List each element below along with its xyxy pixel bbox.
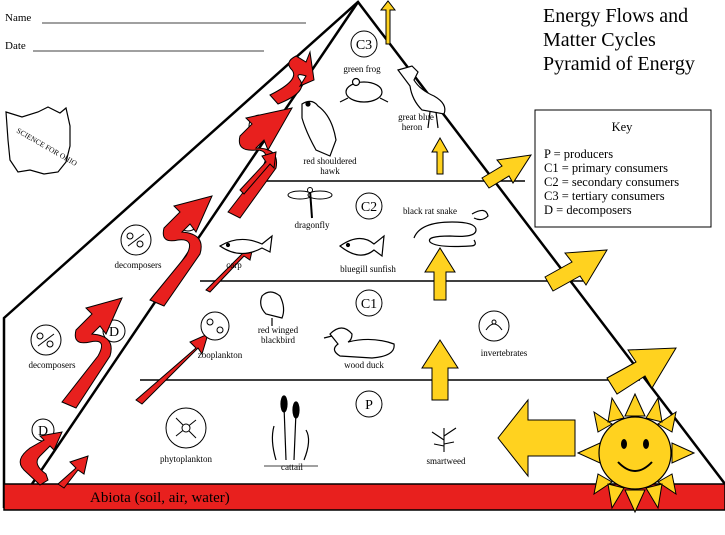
invertebrates-label: invertebrates [481,348,528,358]
level-p-badge: P [355,390,383,418]
svg-text:C1: C1 [361,297,377,312]
matter-up-arrow-5 [57,455,89,489]
energy-up-arrow-2 [431,136,449,175]
svg-text:C2: C2 [361,200,377,215]
abiota-label: Abiota (soil, air, water) [90,490,230,506]
energy-up-arrow-1 [379,0,397,45]
matter-arrow-3 [61,297,123,409]
bluegill-label: bluegill sunfish [340,264,396,274]
svg-text:D: D [38,424,48,439]
decomposers-lower-icon [30,324,62,356]
sun-input-arrow [497,398,576,478]
matter-arrow-4 [19,431,63,486]
blackbird-label-2: blackbird [261,335,295,345]
matter-arrow-top [269,50,315,105]
cattail-label: cattail [281,462,303,472]
abiota-bar [3,483,725,511]
svg-text:P: P [365,398,373,413]
red-winged-blackbird-icon [260,291,285,326]
svg-text:C3: C3 [356,38,372,53]
red-shouldered-hawk-icon [301,100,337,157]
key-box: Key P = producers C1 = primary consumers… [534,109,712,228]
matter-arrow-2 [149,195,213,307]
invertebrates-icon [478,310,510,342]
phytoplankton-label: phytoplankton [160,454,212,464]
decomposers-lower-label: decomposers [29,360,76,370]
key-item-c3: C3 = tertiary consumers [544,189,665,203]
blackbird-label-1: red winged [258,325,299,335]
great-blue-heron-icon [396,65,446,129]
svg-text:D: D [109,325,119,340]
key-item-d: D = decomposers [544,203,632,217]
carp-icon [218,234,273,255]
level-c2-badge: C2 [355,192,383,220]
key-item-c1: C1 = primary consumers [544,161,668,175]
hawk-label-2: hawk [320,166,340,176]
title-line-2: Matter Cycles [543,29,656,51]
energy-out-arrow-3 [606,347,677,395]
energy-up-arrow-3 [424,247,456,301]
title-line-3: Pyramid of Energy [543,53,695,75]
bluegill-sunfish-icon [338,234,385,258]
pyramid-outline [2,0,725,508]
matter-up-arrow-8 [239,151,277,195]
level-c3-badge: C3 [350,30,378,58]
smartweed-label: smartweed [427,456,466,466]
key-heading: Key [612,120,634,134]
green-frog-label: green frog [343,64,381,74]
matter-up-arrow-6 [135,333,209,405]
phytoplankton-icon [165,407,207,449]
green-frog-icon [339,77,389,103]
dragonfly-label: dragonfly [295,220,330,230]
carp-label: carp [226,260,242,270]
wood-duck-label: wood duck [344,360,384,370]
heron-label-1: great blue [398,112,434,122]
matter-arrow-1 [227,107,293,219]
energy-out-arrow-1 [481,154,533,189]
zooplankton-label: zooplankton [198,350,243,360]
hawk-label-1: red shouldered [303,156,357,166]
smartweed-icon [431,427,457,452]
key-item-c2: C2 = secondary consumers [544,175,679,189]
name-label: Name [5,12,31,24]
level-c1-badge: C1 [355,289,383,317]
key-item-p: P = producers [544,147,613,161]
ohio-logo-icon: SCIENCE FOR OHIO [5,106,79,175]
title-line-1: Energy Flows and [543,5,688,27]
wood-duck-icon [323,327,395,359]
dragonfly-icon [287,187,333,219]
energy-up-arrow-4 [421,339,459,401]
decomposers-upper-icon [120,224,152,256]
sun-icon [576,392,696,514]
decomposers-upper-label: decomposers [115,260,162,270]
date-label: Date [5,40,26,52]
zooplankton-icon [200,311,230,341]
heron-label-2: heron [402,122,423,132]
black-rat-snake-label: black rat snake [403,206,457,216]
black-rat-snake-icon [413,209,489,248]
energy-out-arrow-2 [544,249,608,292]
cattail-icon [271,395,310,461]
